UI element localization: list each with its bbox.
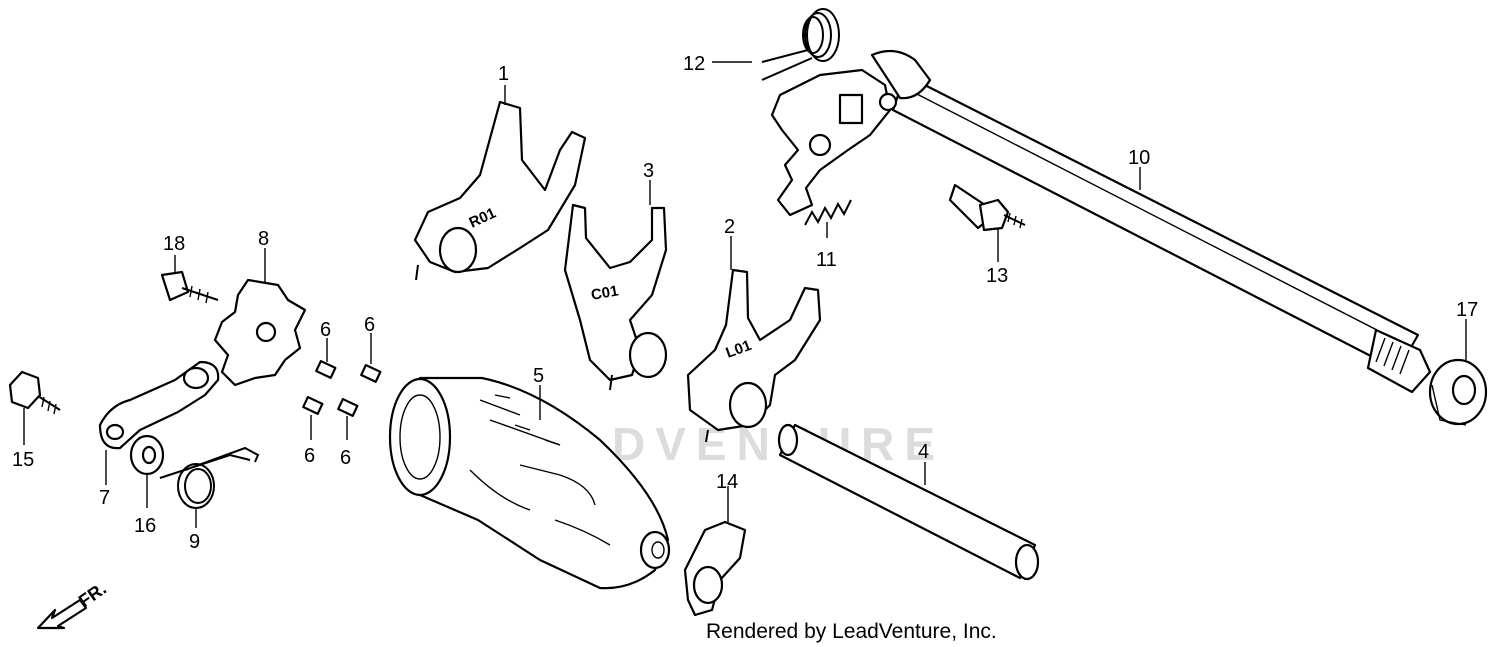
part-shift-drum <box>388 376 671 590</box>
part-stud-bolt <box>948 183 1026 232</box>
callout-4: 4 <box>918 441 929 463</box>
part-cam-plate <box>213 278 307 387</box>
callout-8: 8 <box>258 228 269 250</box>
part-return-spring <box>159 446 260 509</box>
part-stopper-plate <box>683 520 747 617</box>
callout-11: 11 <box>816 249 837 271</box>
callout-15: 15 <box>12 449 34 471</box>
credit-text: Rendered by LeadVenture, Inc. <box>706 620 997 643</box>
callout-10: 10 <box>1128 147 1150 169</box>
part-bolt-18 <box>160 270 219 304</box>
callout-7: 7 <box>99 487 110 509</box>
part-spring-11 <box>804 199 852 226</box>
callout-6c: 6 <box>304 445 315 467</box>
part-shift-fork-l01: L01 <box>686 268 822 443</box>
part-shift-fork-r01: R01 <box>413 100 587 281</box>
part-pins <box>302 359 382 417</box>
callout-3: 3 <box>643 160 654 182</box>
callouts: 1 3 2 5 10 12 11 13 17 4 14 8 18 15 7 16… <box>12 53 1478 553</box>
part-oil-seal <box>1428 358 1488 426</box>
callout-9: 9 <box>189 531 200 553</box>
callout-5: 5 <box>533 365 544 387</box>
front-direction-arrow: FR. <box>36 578 110 630</box>
part-stopper-arm <box>98 360 220 450</box>
part-shift-shaft <box>770 49 1432 394</box>
part-shift-fork-c01: C01 <box>563 203 668 391</box>
callout-16: 16 <box>134 515 156 537</box>
callout-2: 2 <box>724 216 735 238</box>
callout-14: 14 <box>716 471 738 493</box>
callout-17: 17 <box>1456 299 1478 321</box>
callout-1: 1 <box>498 63 509 85</box>
part-spring-12 <box>761 8 840 81</box>
callout-6d: 6 <box>340 447 351 469</box>
part-guide-shaft <box>777 423 1040 581</box>
callout-12: 12 <box>683 53 705 75</box>
part-washer <box>129 434 165 476</box>
leader-lines <box>23 61 1467 528</box>
callout-13: 13 <box>986 265 1008 287</box>
callout-6b: 6 <box>364 314 375 336</box>
callout-18: 18 <box>163 233 185 255</box>
callout-6a: 6 <box>320 319 331 341</box>
part-bolt-15 <box>8 370 61 415</box>
stamp-c01: C01 <box>590 282 620 304</box>
